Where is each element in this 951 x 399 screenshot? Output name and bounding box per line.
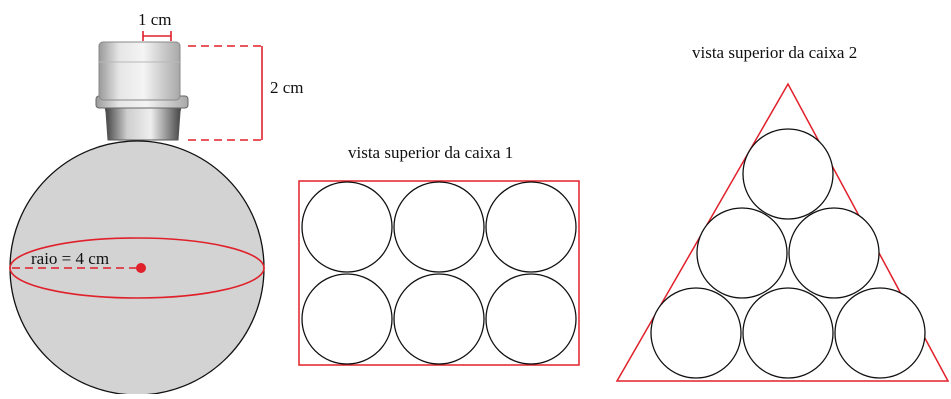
cap-height-dimension — [188, 45, 263, 141]
cap-width-dimension — [142, 31, 172, 41]
box-2 — [615, 82, 950, 382]
box-2-bottle-circle — [834, 287, 926, 379]
box-1-outline — [298, 180, 580, 366]
bottle — [9, 31, 265, 396]
box-2-bottle-circle — [650, 287, 742, 379]
box-1-bottle-circle — [393, 181, 485, 273]
box-2-bottle-circle — [742, 128, 834, 220]
radius-label: raio = 4 cm — [31, 249, 110, 268]
box-1-title: vista superior da caixa 1 — [348, 143, 514, 162]
box-1-bottle-circle — [301, 181, 393, 273]
box-1-circles — [301, 181, 577, 365]
equator-ellipse — [9, 237, 265, 299]
box-2-circles — [650, 128, 926, 379]
center-point — [136, 263, 146, 273]
cap-height-label: 2 cm — [270, 78, 304, 97]
box-1-bottle-circle — [485, 181, 577, 273]
box-2-bottle-circle — [696, 207, 788, 299]
box-2-bottle-circle — [742, 287, 834, 379]
box-1-bottle-circle — [393, 273, 485, 365]
box-1-bottle-circle — [485, 273, 577, 365]
box-1-bottle-circle — [301, 273, 393, 365]
cap-width-label: 1 cm — [138, 10, 172, 29]
box-1 — [298, 180, 580, 366]
box-2-title: vista superior da caixa 2 — [692, 43, 858, 62]
box-2-bottle-circle — [788, 207, 880, 299]
bottle-cap — [98, 41, 181, 101]
